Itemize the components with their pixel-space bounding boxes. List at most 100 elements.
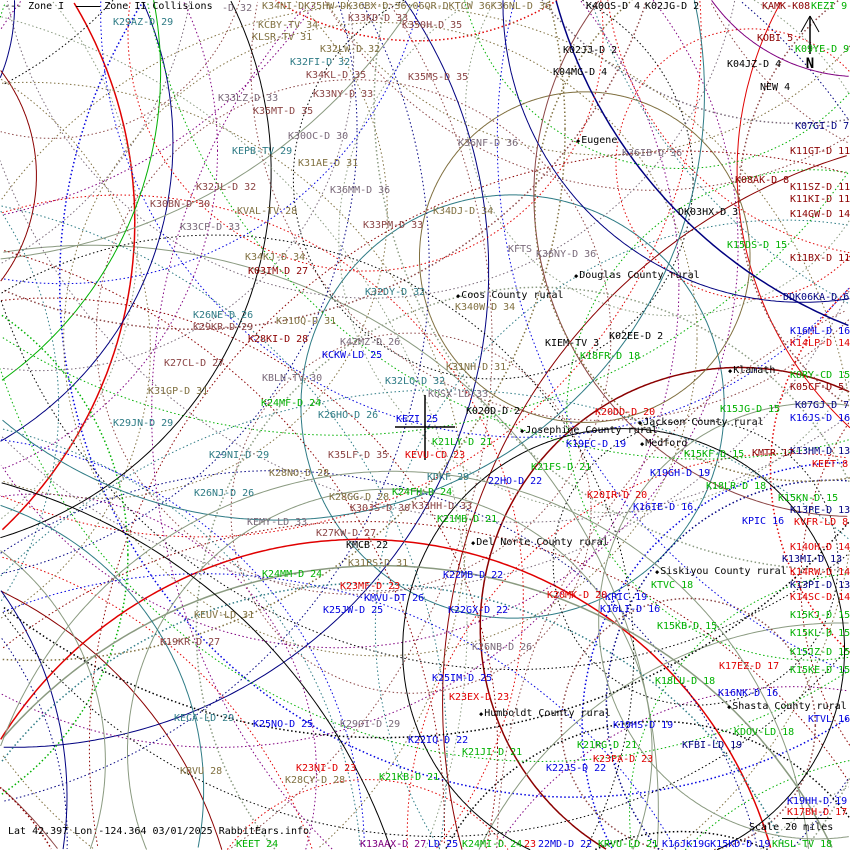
station-label[interactable]: K15KF-D 15 [684,449,745,460]
station-label[interactable]: KPIC 19 [605,592,648,603]
place-marker[interactable]: Coos County rural [456,290,563,302]
station-label[interactable]: K16ML-D 16 [790,326,850,337]
station-label[interactable]: K25IM-D 25 [432,673,493,684]
station-label[interactable]: K28CY-D 28 [285,775,346,786]
station-label[interactable]: K25JW-D 25 [323,605,384,616]
station-label[interactable]: K14SC-D 14 [790,592,850,603]
station-label[interactable]: KFBI-LD 19 [682,740,743,751]
place-marker[interactable]: Klamath [728,365,775,377]
station-label[interactable]: K30OC-D 30 [288,131,349,142]
station-label[interactable]: KEET 24 [236,839,279,850]
station-label[interactable]: KTVL 16 [808,714,850,725]
station-label[interactable]: K36IB-D 36 [622,148,683,159]
station-label[interactable]: K15KL-D 15 [790,628,850,639]
station-label[interactable]: K22JS-D 22 [546,763,607,774]
station-label[interactable]: K36NF-D 36 [458,138,519,149]
station-label[interactable]: K11BX-D 11 [790,253,850,264]
station-label[interactable]: K11KI-D 11 [790,194,850,205]
station-label[interactable]: K02EE-D 2 [609,331,664,342]
station-label[interactable]: KBLN-TV 30 [262,373,323,384]
station-label[interactable]: K35MS-D 35 [408,72,469,83]
station-label[interactable]: K03IM-D 27 [248,266,309,277]
station-label[interactable]: K31NH-D 31 [446,362,507,373]
station-label[interactable]: KEUV-LD 31 [194,610,255,621]
place-marker[interactable]: Humboldt County rural [479,708,610,720]
station-label[interactable]: KFTS [508,244,533,255]
station-label[interactable]: K11SZ-D 11 [790,182,850,193]
station-label[interactable]: K04JZ-D 4 [727,59,782,70]
station-label[interactable]: K07GI-D 7 [795,121,850,132]
station-label[interactable]: K19GH-D 19 [650,468,711,479]
station-label[interactable]: K05CF-D 5 [790,382,845,393]
station-label[interactable]: K26HO-D 26 [318,410,379,421]
station-label[interactable]: K24MM-D 24 [262,569,323,580]
place-marker[interactable]: Medford [640,438,687,450]
station-label[interactable]: KEPB-TV 29 [232,146,293,157]
station-label[interactable]: K13AAX-D 27 [360,839,427,850]
station-label[interactable]: K17EZ-D 17 [719,661,780,672]
station-label[interactable]: K34KL-D 35 [306,70,367,81]
station-label[interactable]: K15JZ-D 15 [790,647,850,658]
station-label[interactable]: K21LY-D 21 [432,437,493,448]
station-label[interactable]: LD 25 [428,839,459,850]
station-label[interactable]: 22MD-D 22 [538,839,593,850]
station-label[interactable]: K19HH-D 19 [787,796,848,807]
station-label[interactable]: K21FS-D 21 [531,462,592,473]
station-label[interactable]: KDKF 29 [427,472,470,483]
station-label[interactable]: KIEM-TV 3 [545,338,600,349]
station-label[interactable]: K23NI-D 23 [296,763,357,774]
station-label[interactable]: K15KJ-D 15 [790,610,850,621]
station-label[interactable]: K15KN-D 15 [778,493,839,504]
station-label[interactable]: K33LZ-D 33 [218,93,279,104]
station-label[interactable]: KCBY-TV 34 [258,20,319,31]
station-label[interactable]: K20MK-D 20 [547,590,608,601]
station-label[interactable]: DK03HX-D 3 [678,207,739,218]
station-label[interactable]: DDK06KA-D 6 [783,292,850,303]
station-label[interactable]: K09YE-D 9 [795,44,850,55]
station-label[interactable]: K07GJ-D 7 [795,400,850,411]
station-label[interactable]: K28KI-D 28 [248,334,309,345]
station-label[interactable]: K32DY-D 32 [365,287,426,298]
station-label[interactable]: K20IR-D 20 [587,490,648,501]
station-label[interactable]: K16LI-D 16 [600,604,661,615]
station-label[interactable]: K33NY-D 33 [313,89,374,100]
station-label[interactable]: KDOV-LD 18 [734,727,795,738]
station-label[interactable]: K28NO-D 28 [269,468,330,479]
station-label[interactable]: K42MZ-D 26 [340,337,401,348]
station-label[interactable]: K33CP-D 33 [180,222,241,233]
station-label[interactable]: K21KB-D 21 [379,772,440,783]
station-label[interactable]: K16JK19GK15KD-D 19 [662,839,771,850]
station-label[interactable]: KECA-LD 29 [174,713,235,724]
station-label[interactable]: K14OH-D 14 [790,542,850,553]
place-marker[interactable]: Douglas County rural [574,270,699,282]
station-label[interactable]: K33PM-D 33 [363,220,424,231]
station-label[interactable]: K33KD-D 33 [348,13,409,24]
station-label[interactable]: K29OI-D 29 [340,719,401,730]
station-label[interactable]: K24MF-D 24 [261,398,322,409]
station-label[interactable]: K21RG-D 21 [577,740,638,751]
station-label[interactable]: K29NI-D 29 [209,450,270,461]
station-label[interactable]: KCKW-LD 25 [322,350,383,361]
station-label[interactable]: K020D-D 2 [466,406,521,417]
place-marker[interactable]: Del Norte County rural [471,537,608,549]
station-label[interactable]: K18LR-D 18 [706,481,767,492]
station-label[interactable]: K24MI-D 24 [462,839,523,850]
station-label[interactable]: K26NB-D 26 [472,642,533,653]
station-label[interactable]: KEZI 9 [811,1,848,12]
station-label[interactable]: K15DS-D 15 [727,240,788,251]
station-label[interactable]: K34NI-DK35HW-DK36BX-D 36:06QR-DKTCW 36K3… [262,1,551,12]
station-label[interactable]: K22IQ-D 22 [408,735,469,746]
station-label[interactable]: K35LF-D 35 [328,450,389,461]
station-label[interactable]: K17BH-D 17 [787,807,848,818]
station-label[interactable]: K29JN-D 29 [113,418,174,429]
station-label[interactable]: K34DJ-D 34 [433,206,494,217]
station-label[interactable]: K08AK-D 8 [735,175,790,186]
station-label[interactable]: KTVC 18 [651,580,694,591]
station-label[interactable]: K31OQ-D 31 [276,316,337,327]
station-label[interactable]: K27KW-D 27 [316,528,377,539]
station-label[interactable]: K18FR-D 18 [580,351,641,362]
place-marker[interactable]: Siskiyou County rural [655,566,786,578]
station-label[interactable]: KORY-CD 15 [790,370,850,381]
station-label[interactable]: K32LQ-D 32 [385,376,446,387]
